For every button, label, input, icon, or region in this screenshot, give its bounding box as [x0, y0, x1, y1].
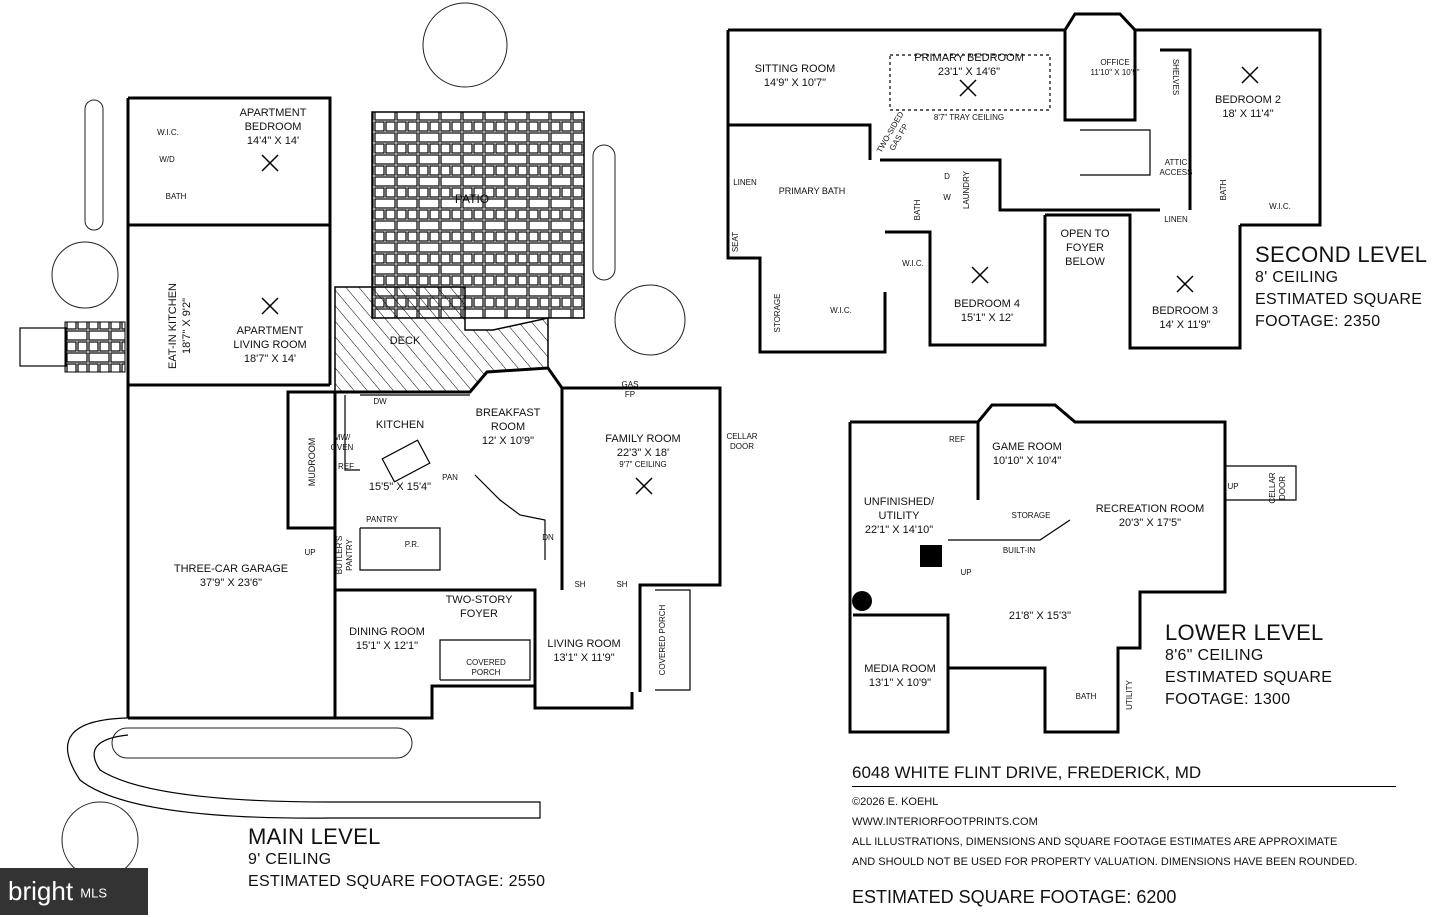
office-shelves: SHELVES: [1171, 58, 1180, 96]
total-square-footage: ESTIMATED SQUARE FOOTAGE: 6200: [852, 887, 1177, 907]
room-laundry: LAUNDRY: [962, 170, 971, 210]
lower-level-walls: [848, 403, 1297, 734]
kitchen-ref: REF: [338, 462, 354, 471]
second-wic-primary: W.I.C.: [830, 306, 852, 315]
primary-tray-ceiling: 8'7" TRAY CEILING: [933, 113, 1005, 122]
room-mudroom: MUDROOM: [307, 437, 317, 487]
pantry-pan: PAN: [442, 473, 458, 482]
shelf-sh-2: SH: [616, 580, 628, 589]
bath-seat: SEAT: [731, 231, 740, 253]
laundry-washer: W: [943, 193, 951, 202]
second-storage: STORAGE: [773, 293, 782, 333]
second-linen-2: LINEN: [1164, 215, 1188, 224]
address-rule: [852, 786, 1396, 787]
room-apt-wd: W/D: [159, 155, 175, 164]
room-patio: PATIO: [454, 192, 490, 206]
kitchen-mw-oven: MW/OVEN: [330, 433, 354, 452]
room-deck: DECK: [389, 335, 421, 347]
room-kitchen-title: KITCHEN: [375, 419, 425, 431]
shelf-sh-1: SH: [574, 580, 586, 589]
room-apt-wic: W.I.C.: [157, 128, 179, 137]
chimney: [64, 321, 126, 373]
room-apt-bath: BATH: [165, 192, 187, 201]
second-wic-bed2: W.I.C.: [1269, 202, 1291, 211]
lower-ref: REF: [949, 435, 965, 444]
second-linen: LINEN: [733, 178, 757, 187]
footer-notes: ©2026 E. KOEHL WWW.INTERIORFOOTPRINTS.CO…: [852, 792, 1357, 872]
lower-stair-up: UP: [960, 568, 972, 577]
lower-utility: UTILITY: [1125, 680, 1134, 710]
ceiling-fan-icons: [261, 66, 1259, 495]
room-center-lower: 21'8" X 15'3": [1008, 610, 1072, 622]
stair-dn-main: DN: [542, 533, 554, 542]
disclaimer-line-1: ALL ILLUSTRATIONS, DIMENSIONS AND SQUARE…: [852, 836, 1338, 848]
room-powder: P.R.: [404, 540, 420, 549]
stair-up-mud: UP: [304, 548, 316, 557]
disclaimer-line-2: AND SHOULD NOT BE USED FOR PROPERTY VALU…: [852, 856, 1358, 868]
landscape-trees: [51, 2, 686, 879]
room-primary-bath: PRIMARY BATH: [778, 186, 846, 196]
lower-level-legend: LOWER LEVEL 8'6" CEILING ESTIMATED SQUAR…: [1165, 620, 1333, 709]
lower-bath: BATH: [1075, 692, 1097, 701]
main-level-walls: [126, 96, 722, 720]
room-pantry: PANTRY: [366, 515, 398, 524]
second-level-walls: [726, 12, 1322, 354]
lower-storage: STORAGE: [1011, 511, 1051, 520]
second-wic-bed4: W.I.C.: [902, 259, 924, 268]
second-level-legend: SECOND LEVEL 8' CEILING ESTIMATED SQUARE…: [1255, 242, 1428, 331]
bright-mls-logo: bright MLS: [0, 868, 148, 915]
main-level-legend: MAIN LEVEL 9' CEILING ESTIMATED SQUARE F…: [248, 824, 546, 891]
patio-pavers: [371, 111, 585, 319]
lower-built-in: BUILT-IN: [1002, 546, 1036, 555]
covered-porch-side: COVERED PORCH: [658, 604, 667, 676]
website: WWW.INTERIORFOOTPRINTS.COM: [852, 816, 1038, 828]
lower-up-cellar: UP: [1227, 482, 1239, 491]
driveway: [66, 717, 541, 819]
property-address: 6048 WHITE FLINT DRIVE, FREDERICK, MD: [852, 763, 1202, 782]
room-kitchen-dim: 15'5" X 15'4": [368, 481, 432, 493]
second-bath-2: BATH: [1219, 179, 1228, 201]
copyright: ©2026 E. KOEHL: [852, 796, 939, 808]
laundry-dryer: D: [944, 172, 950, 181]
kitchen-dw: DW: [373, 397, 387, 406]
second-primary-bath-small: BATH: [913, 199, 922, 221]
